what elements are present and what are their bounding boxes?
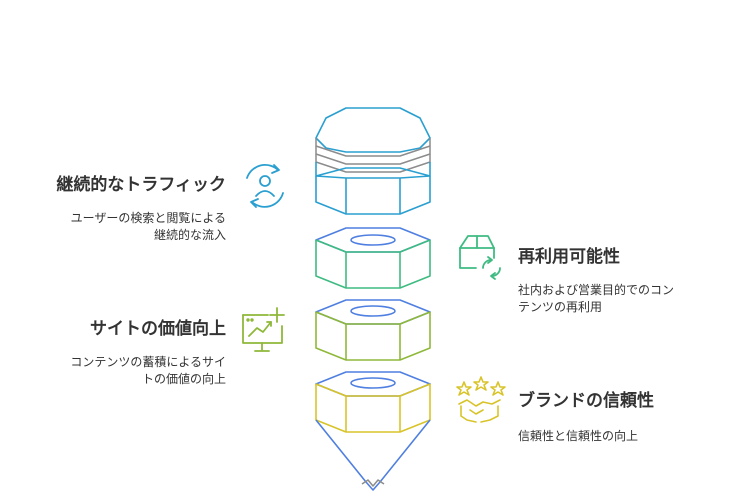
description-line: ユーザーの検索と閲覧による	[70, 211, 226, 225]
description-line: トの価値の向上	[141, 372, 226, 386]
chart-growth-icon	[242, 307, 285, 352]
item-description-reusability: 社内および営業目的でのコン テンツの再利用	[518, 282, 674, 316]
nut-yellow	[315, 371, 431, 433]
handshake-stars-icon	[456, 376, 506, 423]
nut-olive	[315, 299, 431, 361]
top-cylinder	[315, 107, 431, 215]
item-description-traffic: ユーザーの検索と閲覧による 継続的な流入	[71, 210, 226, 244]
item-description-site-value: コンテンツの蓄積によるサイ トの価値の向上	[70, 354, 226, 388]
description-line: 継続的な流入	[153, 228, 226, 242]
user-refresh-icon	[246, 164, 284, 208]
description-line: テンツの再利用	[518, 300, 603, 314]
nut-green	[315, 227, 431, 289]
description-line: コンテンツの蓄積によるサイ	[70, 355, 226, 369]
item-title-reusability: 再利用可能性	[518, 247, 620, 267]
item-title-site-value: サイトの価値向上	[90, 319, 226, 339]
box-recycle-icon	[459, 235, 501, 280]
screw-tip	[315, 419, 431, 491]
item-title-brand-trust: ブランドの信頼性	[518, 391, 654, 411]
description-line: 信頼性と信頼性の向上	[518, 429, 639, 443]
description-line: 社内および営業目的でのコン	[518, 283, 675, 297]
item-description-brand-trust: 信頼性と信頼性の向上	[518, 428, 638, 445]
item-title-traffic: 継続的なトラフィック	[56, 175, 226, 195]
